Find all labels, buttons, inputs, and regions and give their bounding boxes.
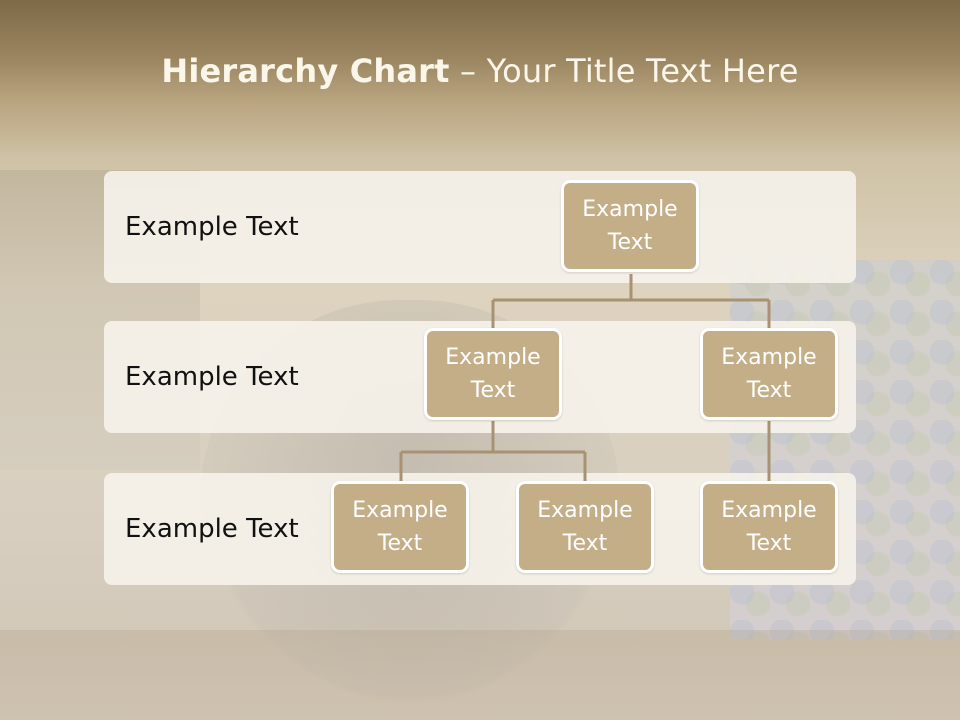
node-level2-right-text: Example Text: [721, 345, 817, 403]
slide-title-rest: – Your Title Text Here: [449, 52, 799, 90]
level-band-1: Example Text: [104, 171, 856, 283]
node-level3-c[interactable]: Example Text: [700, 481, 838, 573]
level-label-3: Example Text: [125, 514, 299, 544]
node-level2-right[interactable]: Example Text: [700, 328, 838, 420]
slide-title-bold: Hierarchy Chart: [161, 52, 450, 90]
node-level3-b-text: Example Text: [537, 498, 633, 556]
node-level2-left[interactable]: Example Text: [424, 328, 562, 420]
node-level3-b[interactable]: Example Text: [516, 481, 654, 573]
node-level3-a-text: Example Text: [352, 498, 448, 556]
node-level3-a[interactable]: Example Text: [331, 481, 469, 573]
level-label-2: Example Text: [125, 362, 299, 392]
level-label-1: Example Text: [125, 212, 299, 242]
node-root-text: Example Text: [582, 197, 678, 255]
slide-title: Hierarchy Chart – Your Title Text Here: [0, 52, 960, 90]
background-photo-desk: [0, 630, 960, 720]
node-level3-c-text: Example Text: [721, 498, 817, 556]
node-level2-left-text: Example Text: [445, 345, 541, 403]
node-root[interactable]: Example Text: [561, 180, 699, 272]
